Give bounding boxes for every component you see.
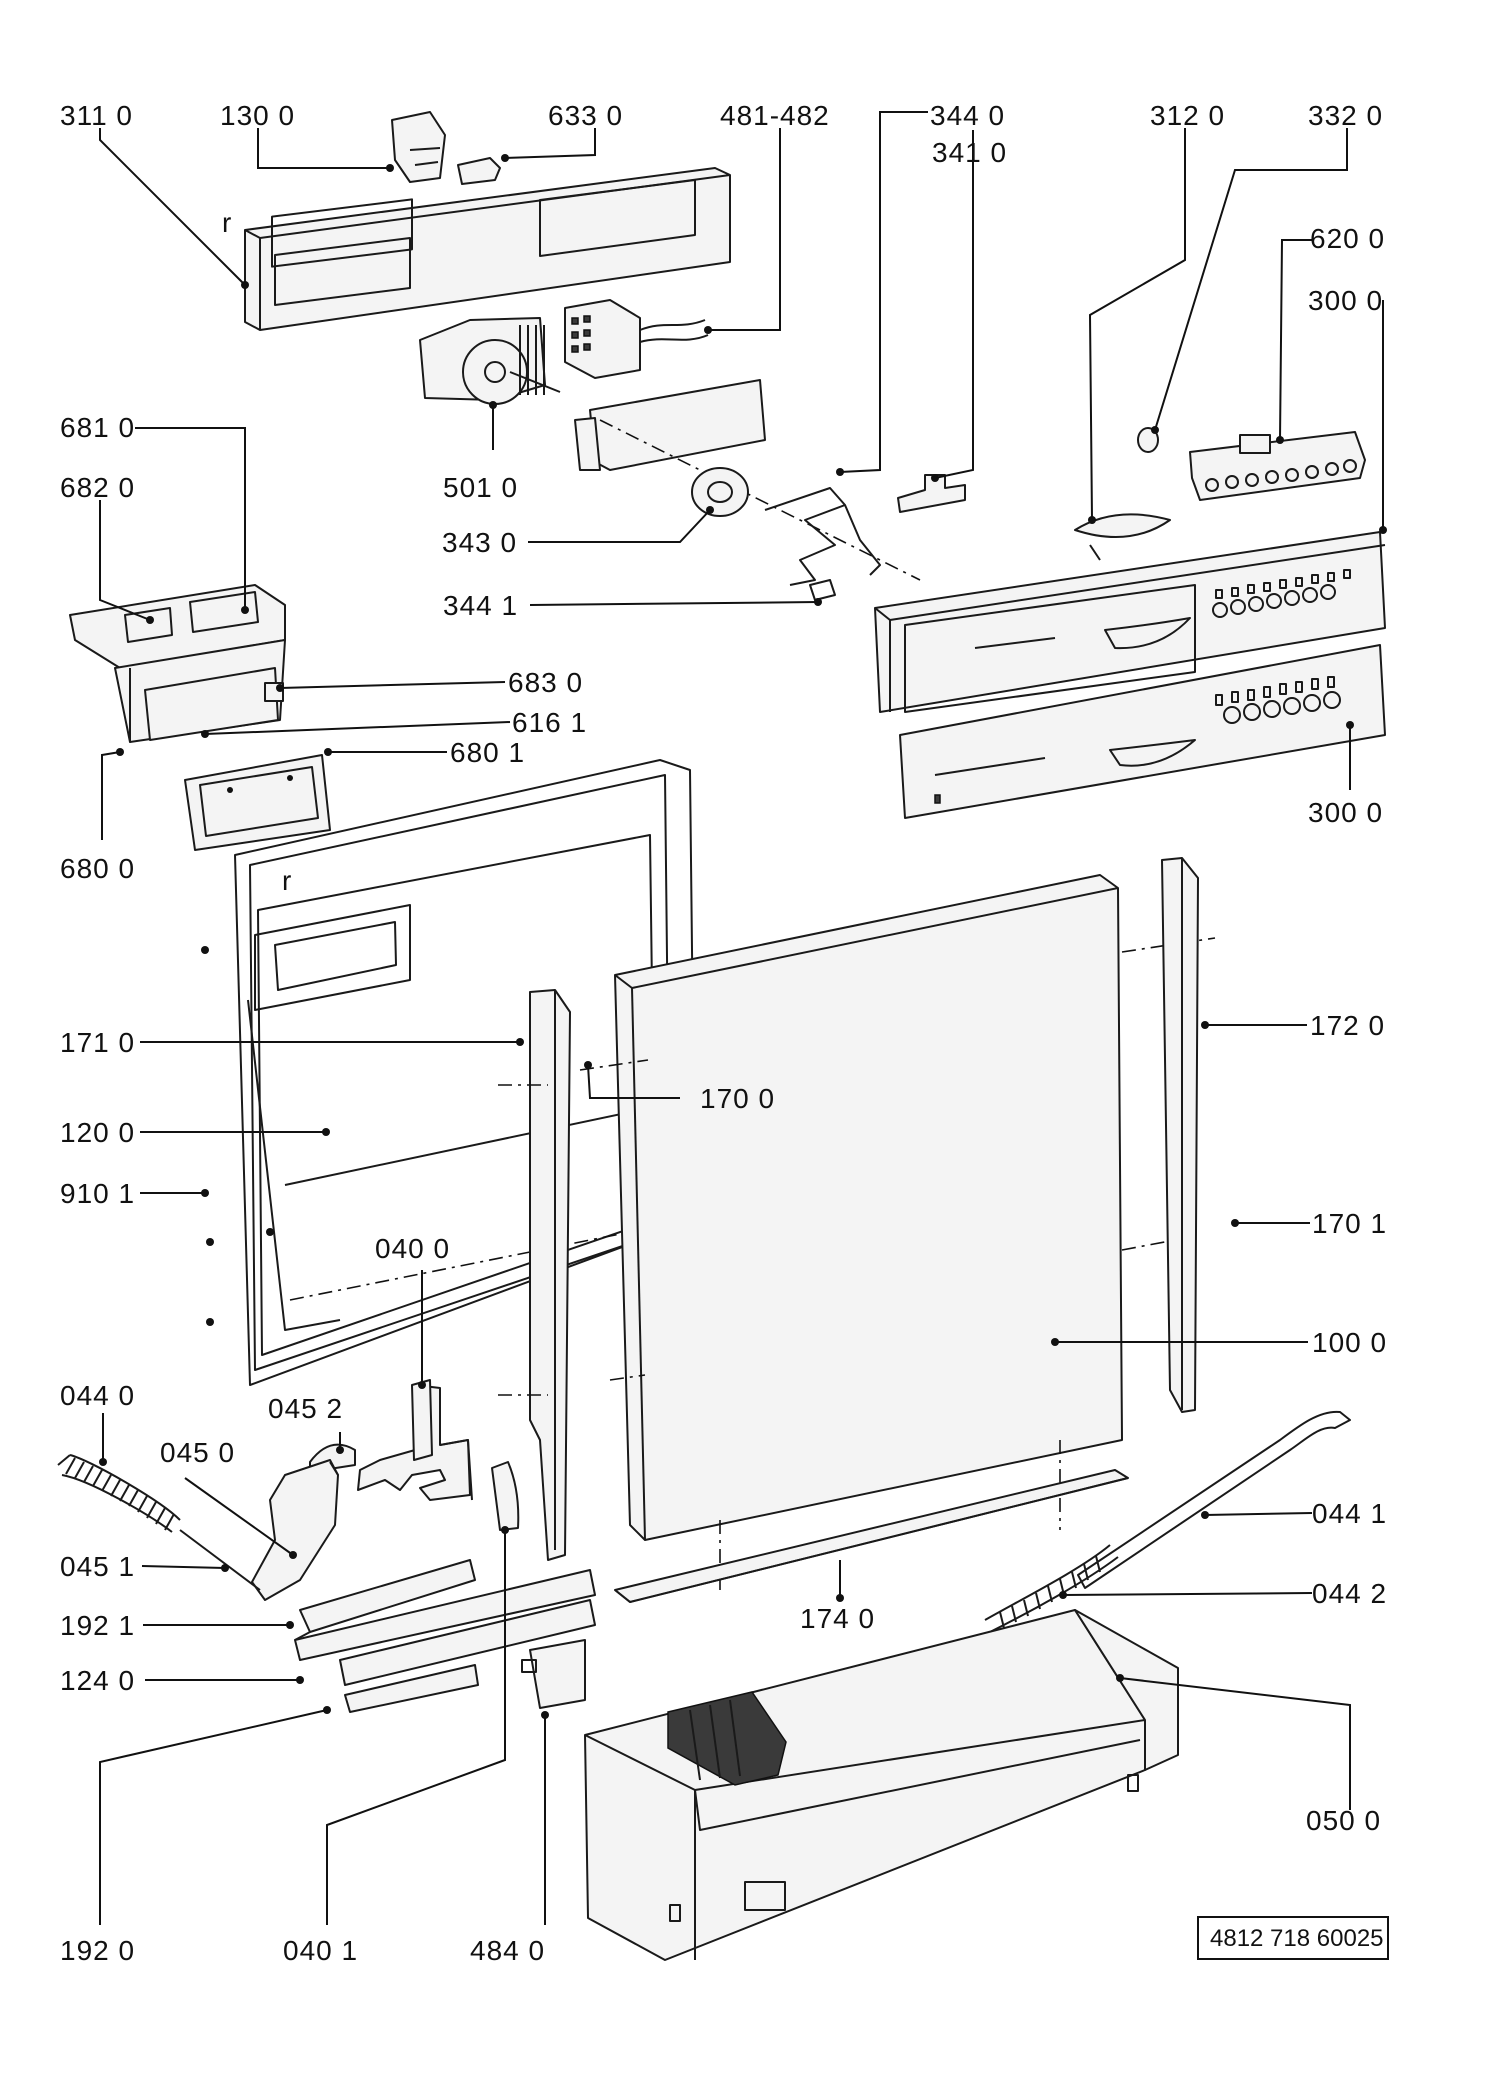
part-130-0-latch	[391, 111, 446, 183]
part-633-0-clip	[457, 157, 501, 185]
label-680-1: 680 1	[450, 737, 525, 768]
label-044-0: 044 0	[60, 1380, 135, 1411]
label-681-0: 681 0	[60, 412, 135, 443]
part-192-1-124-0-rails	[294, 1559, 596, 1713]
part-343-0-ring	[691, 467, 749, 517]
part-344-0-wire-link	[764, 487, 881, 586]
label-341-0: 341 0	[932, 137, 1007, 168]
label-192-0: 192 0	[60, 1935, 135, 1966]
part-341-0-bracket	[897, 474, 966, 513]
label-045-2: 045 2	[268, 1393, 343, 1424]
label-311-0: 311 0	[60, 100, 133, 131]
label-170-1: 170 1	[1312, 1208, 1387, 1239]
label-130-0: 130 0	[220, 100, 295, 131]
leader-dots	[99, 154, 1387, 1719]
part-filter-block	[667, 1691, 787, 1786]
part-344-1-clip	[809, 579, 836, 601]
part-050-0-kick-plate	[584, 1609, 1179, 1961]
label-044-2: 044 2	[1312, 1578, 1387, 1609]
label-120-0: 120 0	[60, 1117, 135, 1148]
label-045-1: 045 1	[60, 1551, 135, 1582]
part-040-0-hinge-bracket	[357, 1379, 473, 1501]
part-481-482-connector	[564, 299, 709, 379]
part-300-0-control-panel-upper	[874, 531, 1386, 713]
part-044-0-spring	[57, 1454, 261, 1591]
label-050-0: 050 0	[1306, 1805, 1381, 1836]
part-501-0-timer	[419, 317, 561, 405]
label-332-0: 332 0	[1308, 100, 1383, 131]
label-910-1: 910 1	[60, 1178, 135, 1209]
label-501-0: 501 0	[443, 472, 518, 503]
part-labels: 311 0 130 0 633 0 481-482 344 0 341 0 31…	[60, 100, 1387, 1966]
label-172-0: 172 0	[1310, 1010, 1385, 1041]
label-040-1: 040 1	[283, 1935, 358, 1966]
part-312-0-lens	[1074, 513, 1171, 561]
part-100-0-door-panel	[579, 874, 1216, 1590]
label-481-482: 481-482	[720, 100, 830, 131]
part-045-0-hinge-arm	[251, 1459, 339, 1601]
part-044-1-rod	[1077, 1410, 1351, 1589]
label-300-0-top: 300 0	[1308, 285, 1383, 316]
label-312-0: 312 0	[1150, 100, 1225, 131]
part-620-0-switch-bank	[1189, 431, 1366, 501]
label-633-0: 633 0	[548, 100, 623, 131]
label-300-0-bottom: 300 0	[1308, 797, 1383, 828]
label-174-0: 174 0	[800, 1603, 875, 1634]
part-174-0-bottom-rail	[614, 1469, 1129, 1603]
label-170-0: 170 0	[700, 1083, 775, 1114]
label-682-0: 682 0	[60, 472, 135, 503]
label-680-0: 680 0	[60, 853, 135, 884]
label-620-0: 620 0	[1310, 223, 1385, 254]
document-number-box: 4812 718 60025	[1197, 1916, 1389, 1960]
label-171-0: 171 0	[60, 1027, 135, 1058]
part-control-bracket	[574, 379, 921, 581]
label-124-0: 124 0	[60, 1665, 135, 1696]
label-683-0: 683 0	[508, 667, 583, 698]
svg-text:r: r	[282, 865, 292, 896]
label-484-0: 484 0	[470, 1935, 545, 1966]
label-616-1: 616 1	[512, 707, 587, 738]
label-045-0: 045 0	[160, 1437, 235, 1468]
part-332-0-knob	[1137, 427, 1159, 453]
part-681-682-dispenser	[69, 584, 286, 743]
label-192-1: 192 1	[60, 1610, 135, 1641]
part-044-2-spring	[984, 1544, 1119, 1633]
part-040-1-plate	[491, 1461, 520, 1531]
part-172-0-right-trim	[1161, 857, 1199, 1413]
label-344-1: 344 1	[443, 590, 518, 621]
part-680-1-gasket	[184, 754, 331, 851]
label-040-0: 040 0	[375, 1233, 450, 1264]
part-300-0-control-panel-lower	[899, 644, 1386, 819]
label-100-0: 100 0	[1312, 1327, 1387, 1358]
part-171-0-side-trim	[498, 989, 571, 1561]
label-343-0: 343 0	[442, 527, 517, 558]
label-044-1: 044 1	[1312, 1498, 1387, 1529]
label-344-0: 344 0	[930, 100, 1005, 131]
leader-lines	[99, 111, 1384, 1925]
document-number: 4812 718 60025	[1210, 1925, 1384, 1952]
svg-text:r: r	[222, 207, 232, 238]
part-311-0-top-bracket: r	[222, 167, 731, 331]
part-484-0-clip	[521, 1639, 586, 1709]
